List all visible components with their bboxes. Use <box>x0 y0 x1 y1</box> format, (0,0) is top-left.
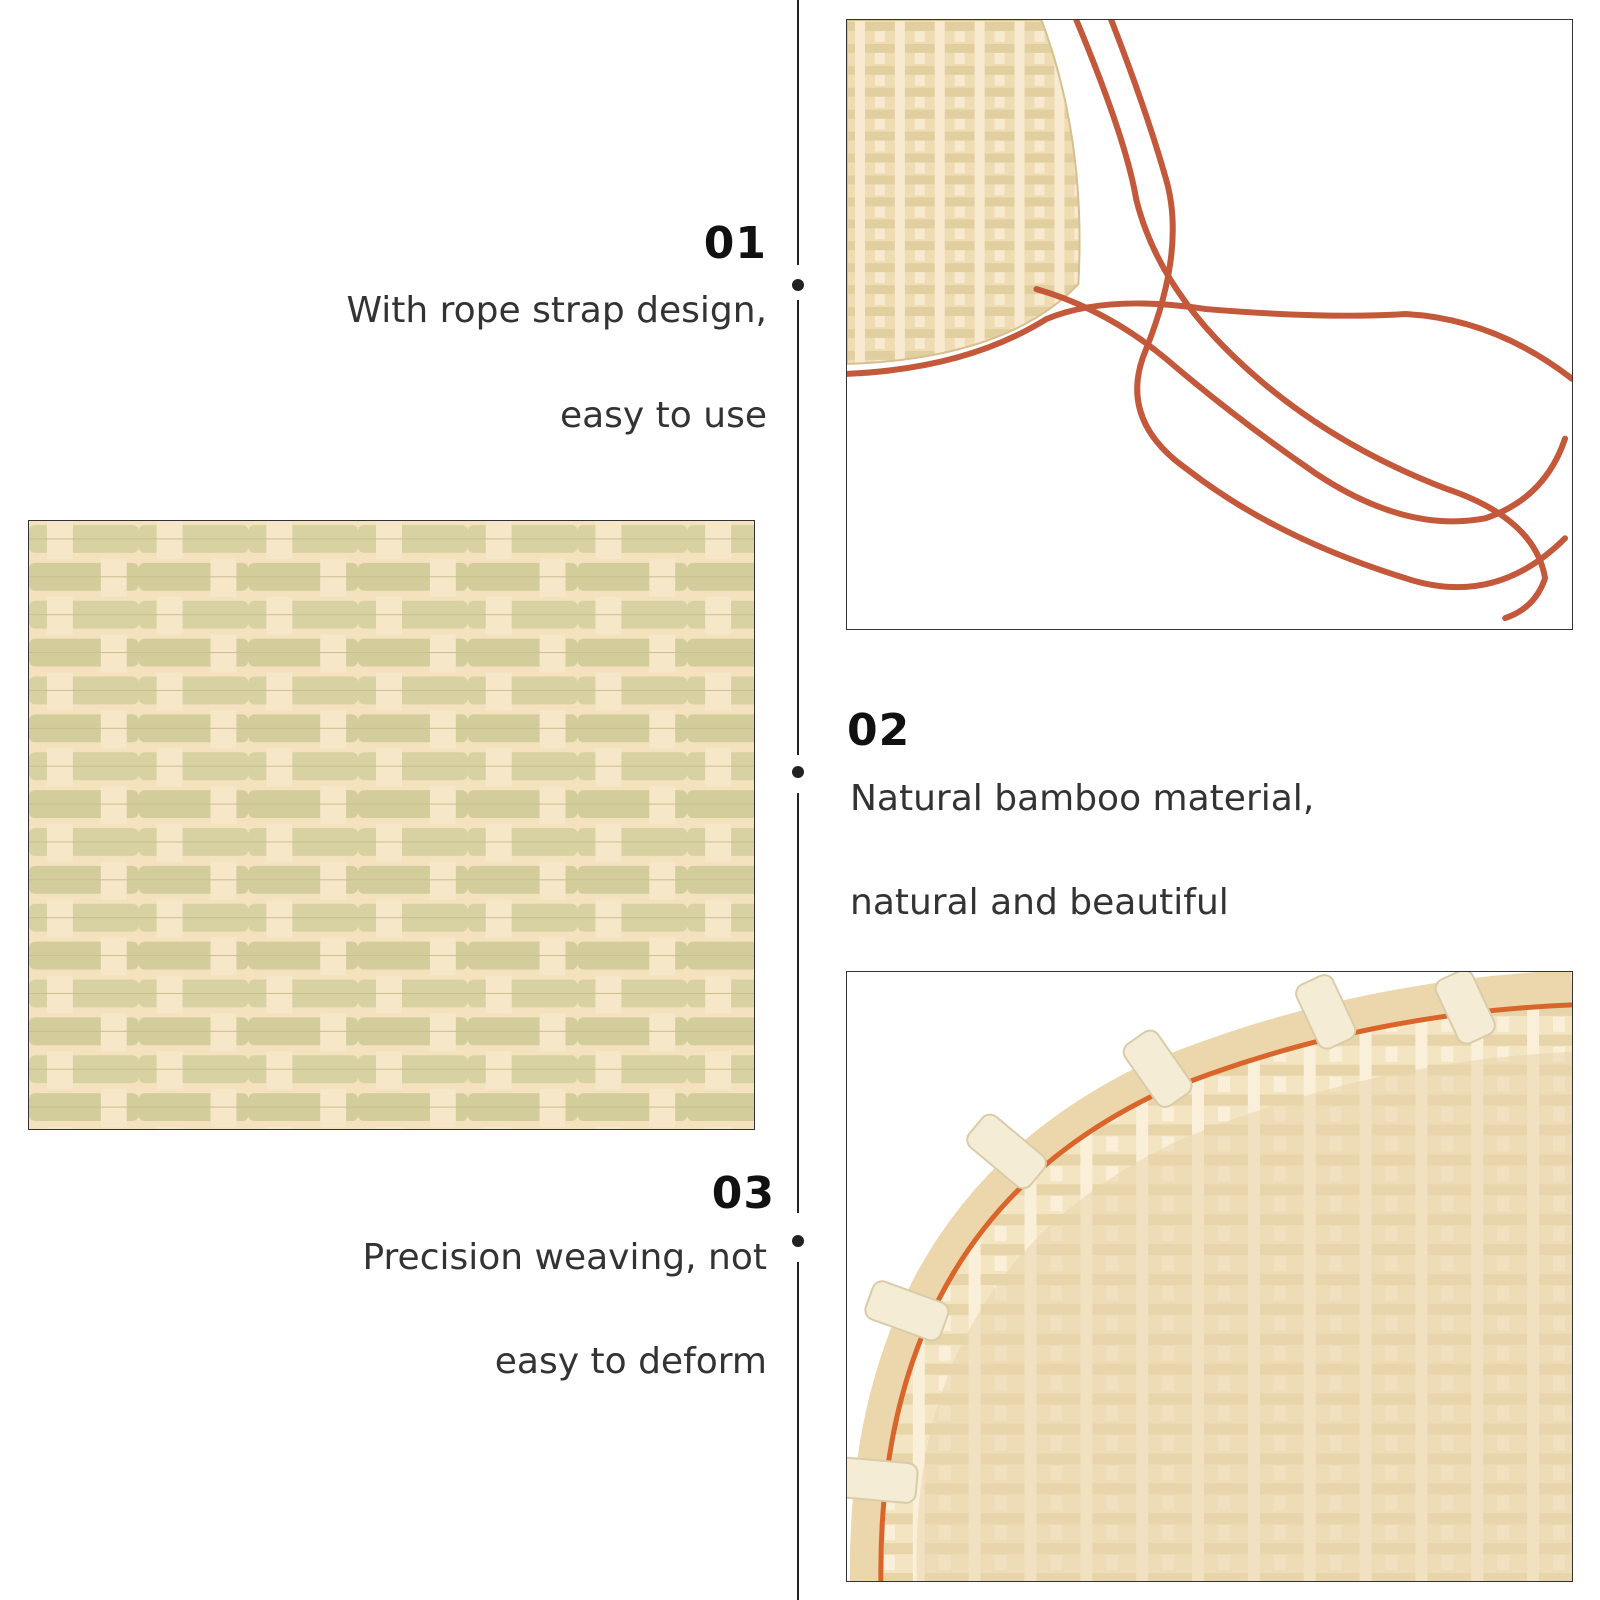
weave-closeup-illustration <box>29 521 754 1129</box>
timeline-line <box>797 1262 799 1600</box>
basket-rim-photo <box>846 971 1573 1582</box>
feature-number-02: 02 <box>847 705 911 756</box>
timeline-line <box>797 300 799 755</box>
basket-rope-photo <box>846 19 1573 630</box>
feature-number-01: 01 <box>703 218 767 269</box>
feature-text-03-line1: Precision weaving, not <box>362 1237 767 1278</box>
feature-text-01-line2: easy to use <box>559 395 767 436</box>
basket-rope-illustration <box>847 20 1572 629</box>
timeline-dot-03 <box>792 1235 804 1247</box>
feature-number-03: 03 <box>711 1168 775 1219</box>
basket-rim-illustration <box>847 972 1572 1581</box>
feature-text-01-line1: With rope strap design, <box>346 290 767 331</box>
timeline-line <box>797 0 799 265</box>
weave-closeup-photo <box>28 520 755 1130</box>
feature-text-02-line1: Natural bamboo material, <box>850 778 1315 819</box>
feature-text-02-line2: natural and beautiful <box>850 882 1229 923</box>
timeline-dot-01 <box>792 279 804 291</box>
timeline-dot-02 <box>792 766 804 778</box>
feature-text-03-line2: easy to deform <box>494 1341 767 1382</box>
timeline-line <box>797 793 799 1213</box>
